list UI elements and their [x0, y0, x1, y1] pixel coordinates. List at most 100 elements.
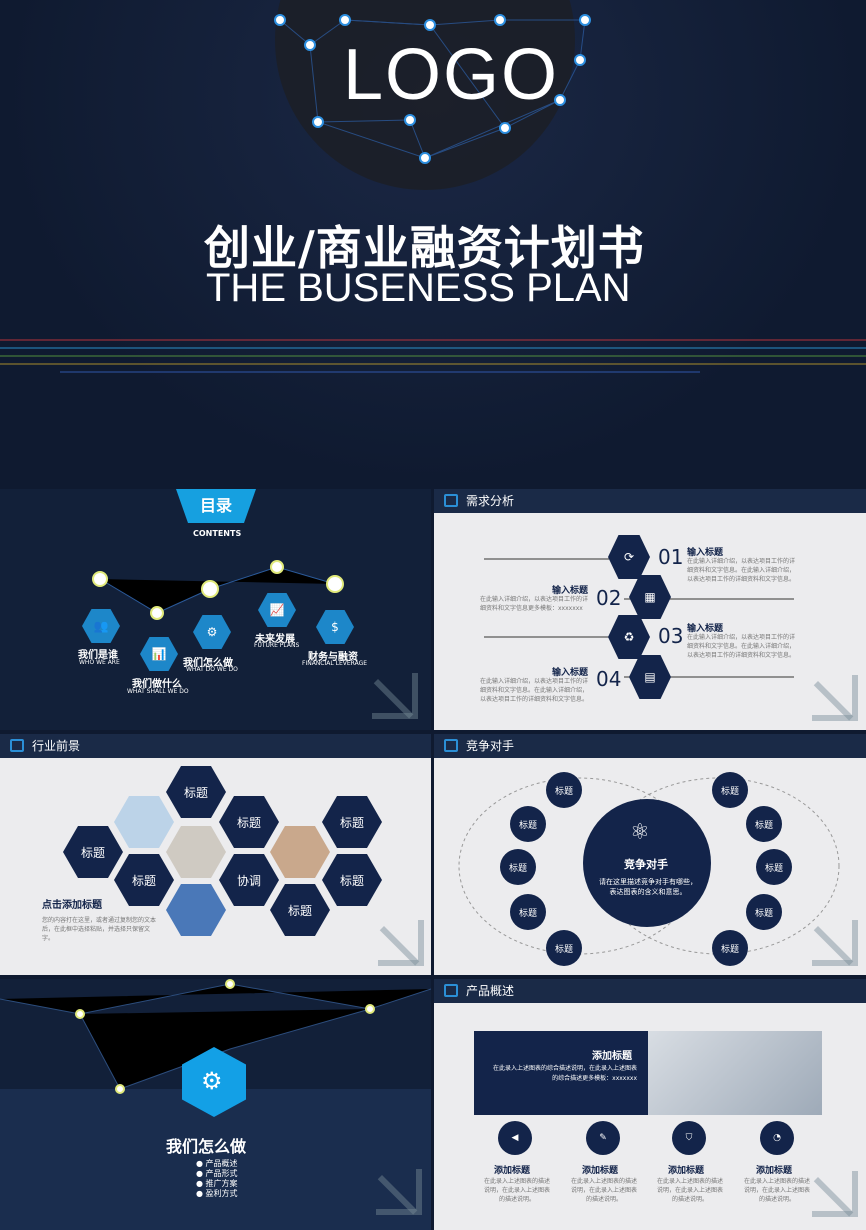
- content-item-1[interactable]: 我们是谁: [78, 650, 118, 661]
- industry-slide: 行业前景 标题 标题 标题 标题 标题 协调 标题 标题 点击添加标题 您的内容…: [0, 734, 431, 975]
- node-4[interactable]: 标题: [746, 806, 782, 842]
- content-item-4-en: FUTURE PLANS: [254, 642, 300, 649]
- worker-icon: ⚙: [193, 615, 231, 649]
- hex-title-4[interactable]: 标题: [63, 826, 123, 878]
- node-5[interactable]: 标题: [500, 849, 536, 885]
- how-list: ● 产品概述 ● 产品形式 ● 推广方案 ● 盈利方式: [196, 1159, 238, 1199]
- center-title: 竞争对手: [624, 858, 668, 871]
- content-item-2-en: WHAT SHALL WE DO: [127, 688, 189, 695]
- item-label-2: 添加标题: [582, 1166, 619, 1176]
- title-cn: 创业/商业融资计划书: [204, 221, 645, 275]
- how-list-item: ● 产品概述: [196, 1159, 238, 1168]
- how-list-item: ● 推广方案: [196, 1179, 238, 1188]
- demand-slide: 需求分析 ⟳ ▦ ♻ ▤ 01 02 03 04 输入标题 在此输入详细介绍，以…: [434, 489, 866, 730]
- how-network: [0, 979, 431, 1094]
- hex-title-2[interactable]: 标题: [219, 796, 279, 848]
- screen-icon: [444, 984, 458, 997]
- node-2[interactable]: 标题: [712, 772, 748, 808]
- add-title[interactable]: 点击添加标题: [42, 900, 102, 911]
- node-8[interactable]: 标题: [746, 894, 782, 930]
- how-title: 我们怎么做: [166, 1137, 247, 1156]
- node-9[interactable]: 标题: [546, 930, 582, 966]
- center-text: 请在这里描述竞争对手有哪些，表达图表的含义和意思。: [599, 878, 697, 896]
- row-label-3: 输入标题: [687, 624, 724, 634]
- item-text-4: 在此录入上述图表的描述说明，在此录入上述图表的描述说明。: [744, 1178, 811, 1203]
- product-slide: 产品概述 添加标题 在此录入上述图表的综合描述说明，在此录入上述图表的综合描述更…: [434, 979, 866, 1230]
- hex-title-5[interactable]: 标题: [114, 854, 174, 906]
- banner-text: 在此录入上述图表的综合描述说明，在此录入上述图表的综合描述更多模板：xxxxxx…: [492, 1065, 637, 1082]
- how-slide: ⚙ 我们怎么做 ● 产品概述 ● 产品形式 ● 推广方案 ● 盈利方式: [0, 979, 431, 1230]
- users-icon: 👥: [82, 609, 120, 643]
- demand-header: 需求分析: [434, 489, 866, 513]
- content-item-3-en: WHAT DO WE DO: [186, 666, 238, 673]
- competitor-center: [583, 799, 711, 927]
- logo-text: LOGO: [343, 35, 560, 115]
- item-label-3: 添加标题: [668, 1166, 705, 1176]
- screen-icon: [444, 739, 458, 752]
- node-3[interactable]: 标题: [510, 806, 546, 842]
- photo-hex: [166, 826, 226, 878]
- row-text-1: 在此输入详细介绍，以表达项目工作的详细资料和文字信息。在此输入详细介绍，以表达项…: [687, 558, 796, 583]
- contents-network: [92, 560, 344, 620]
- product-photo: [648, 1031, 822, 1115]
- row-label-1: 输入标题: [687, 548, 724, 558]
- shield-icon: ⛉: [672, 1121, 706, 1155]
- content-item-5-en: FINANCIAL LEVERAGE: [302, 660, 368, 667]
- content-item-2[interactable]: 我们做什么: [132, 679, 182, 690]
- competitor-slide: 竞争对手 ⚛ 竞争对手 请在这里描述竞争对手有哪些，表达图表的含义和意思。 标题…: [434, 734, 866, 975]
- money-icon: $: [316, 610, 354, 644]
- item-text-3: 在此录入上述图表的描述说明，在此录入上述图表的描述说明。: [657, 1178, 724, 1203]
- arrow-icon: [812, 675, 858, 721]
- content-item-1-en: WHO WE ARE: [79, 659, 120, 666]
- title-en: THE BUSENESS PLAN: [206, 266, 631, 310]
- node-10[interactable]: 标题: [712, 930, 748, 966]
- network-background: [0, 0, 866, 373]
- node-6[interactable]: 标题: [756, 849, 792, 885]
- hex-coordinate[interactable]: 协调: [219, 854, 279, 906]
- hex-title-3[interactable]: 标题: [322, 796, 382, 848]
- hex-title-7[interactable]: 标题: [270, 884, 330, 936]
- contents-slide: 目录 CONTENTS 👥 我们是谁 WHO WE ARE 📊 我们做什么 WH…: [0, 489, 431, 730]
- row-label-4: 输入标题: [552, 668, 589, 678]
- contents-sub: CONTENTS: [193, 529, 242, 538]
- product-header: 产品概述: [434, 979, 866, 1003]
- chart-circle-icon: ◔: [760, 1121, 794, 1155]
- banner-title: 添加标题: [592, 1051, 632, 1062]
- screen-icon: [444, 494, 458, 507]
- add-text: 您的内容打在这里，或者通过复制您的文本后，在此框中选择粘贴，并选择只保留文字。: [42, 917, 157, 942]
- competitor-header: 竞争对手: [434, 734, 866, 758]
- arrow-icon: [812, 920, 858, 966]
- row-text-2: 在此输入详细介绍，以表达项目工作的详细资料和文字信息更多模板：xxxxxxx: [480, 596, 589, 612]
- product-banner: [474, 1031, 648, 1115]
- arrow-icon: [812, 1171, 858, 1217]
- content-item-3[interactable]: 我们怎么做: [183, 658, 233, 669]
- node-1[interactable]: 标题: [546, 772, 582, 808]
- content-item-5[interactable]: 财务与融资: [308, 652, 358, 663]
- how-list-item: ● 盈利方式: [196, 1189, 238, 1198]
- item-label-1: 添加标题: [494, 1166, 531, 1176]
- item-label-4: 添加标题: [756, 1166, 793, 1176]
- worker-gear-icon: ⚙: [201, 1067, 223, 1095]
- arrow-icon: [376, 1169, 422, 1215]
- item-text-2: 在此录入上述图表的描述说明，在此录入上述图表的描述说明。: [571, 1178, 638, 1203]
- document-icon: ✎: [586, 1121, 620, 1155]
- row-text-3: 在此输入详细介绍，以表达项目工作的详细资料和文字信息。在此输入详细介绍，以表达项…: [687, 634, 796, 659]
- content-item-4[interactable]: 未来发展: [255, 634, 295, 645]
- cover-slide: LOGO 创业/商业融资计划书 THE BUSENESS PLAN: [0, 0, 866, 487]
- node-7[interactable]: 标题: [510, 894, 546, 930]
- hex-title-1[interactable]: 标题: [166, 766, 226, 818]
- industry-header: 行业前景: [0, 734, 431, 758]
- photo-hex: [270, 826, 330, 878]
- chart-icon: 📊: [140, 637, 178, 671]
- row-num-4: 04: [596, 667, 622, 691]
- hex-title-6[interactable]: 标题: [322, 854, 382, 906]
- atom-icon: ⚛: [630, 820, 650, 845]
- row-num-1: 01: [658, 545, 684, 569]
- compass-icon: ◀: [498, 1121, 532, 1155]
- row-num-3: 03: [658, 624, 684, 648]
- growth-icon: 📈: [258, 593, 296, 627]
- row-text-4: 在此输入详细介绍，以表达项目工作的详细资料和文字信息。在此输入详细介绍，以表达项…: [480, 678, 589, 703]
- screen-icon: [10, 739, 24, 752]
- contents-badge: 目录: [176, 489, 256, 523]
